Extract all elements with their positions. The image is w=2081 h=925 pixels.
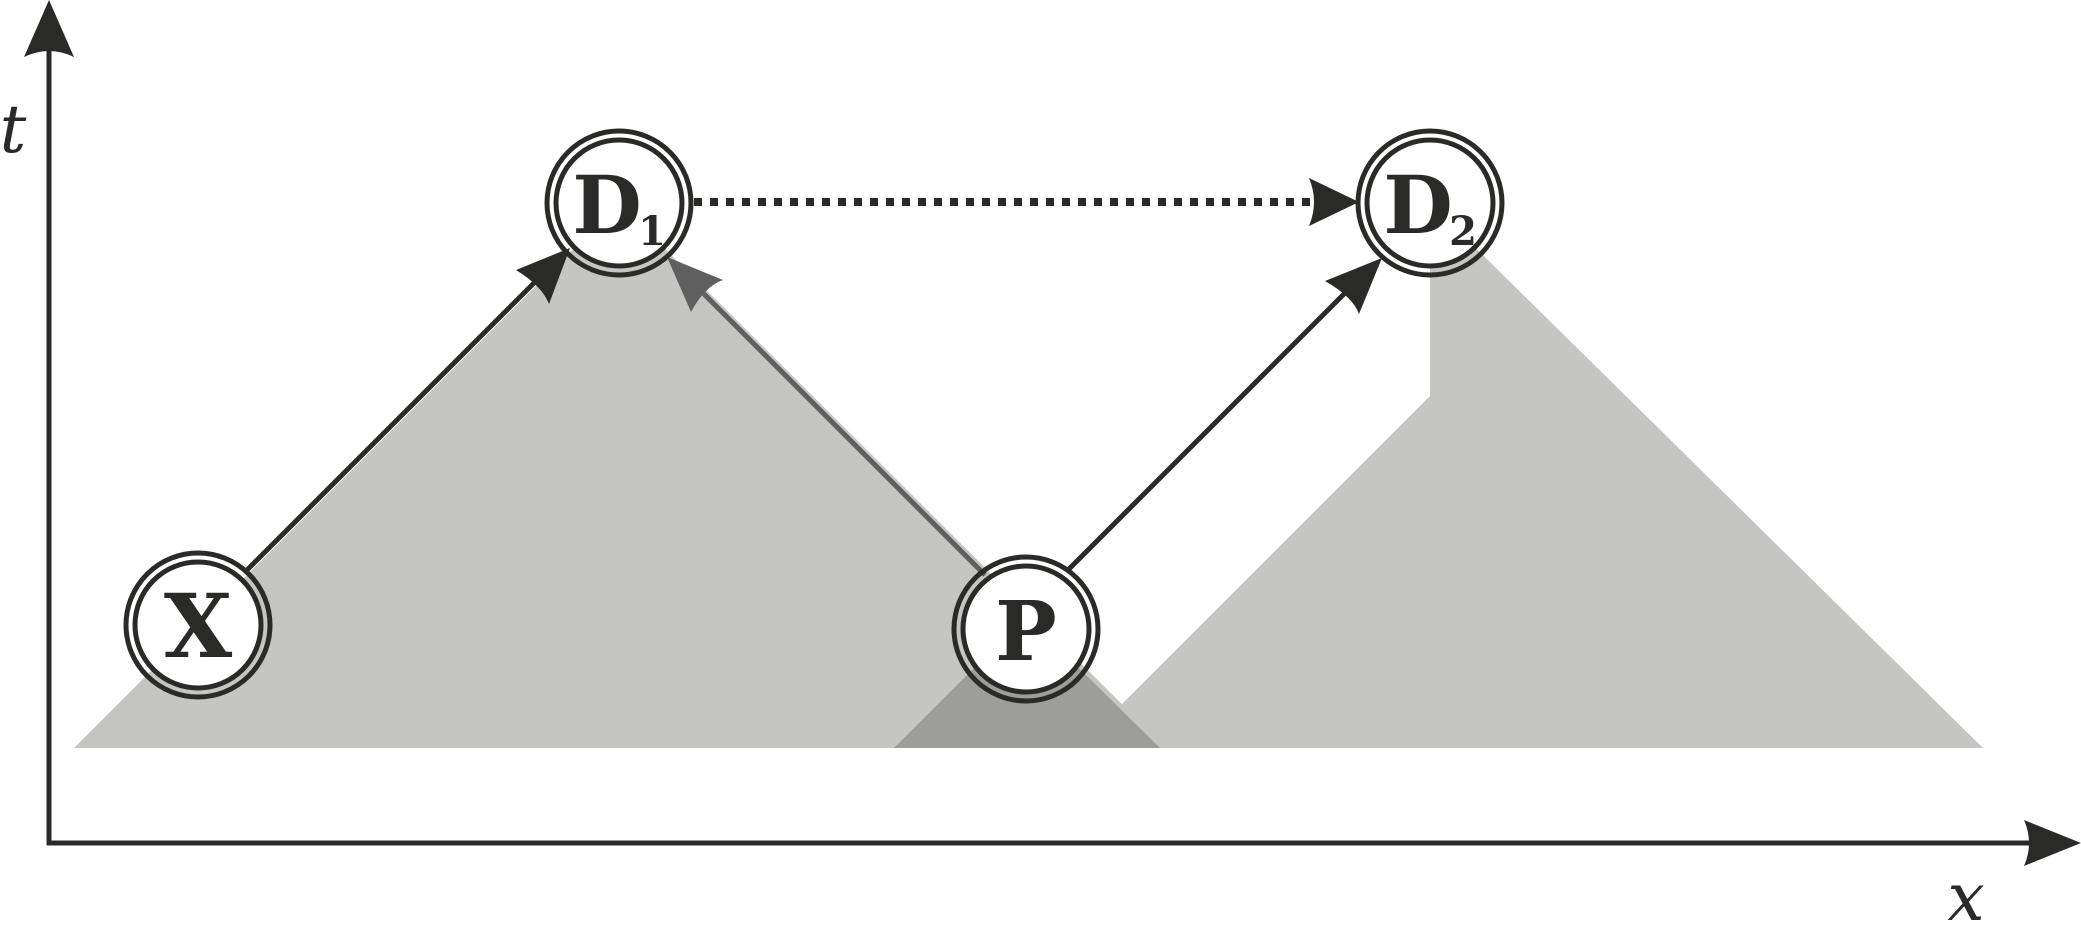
node-p-label: P bbox=[995, 584, 1057, 680]
node-d2: D 2 bbox=[1355, 128, 1505, 278]
node-d2-subscript: 2 bbox=[1449, 208, 1477, 255]
x-axis-arrowhead bbox=[2024, 820, 2081, 866]
node-d1-label: D bbox=[572, 158, 641, 252]
node-d1-subscript: 1 bbox=[638, 208, 666, 255]
node-x-label: X bbox=[164, 574, 233, 678]
arrow-p-to-d2 bbox=[1065, 258, 1382, 573]
t-axis bbox=[24, 0, 74, 845]
arrow-p-to-d1 bbox=[667, 257, 987, 577]
dotted-arrow-d1-to-d2 bbox=[694, 178, 1359, 226]
t-axis-arrowhead bbox=[24, 0, 74, 57]
x-axis-label: x bbox=[1947, 859, 1984, 925]
node-x: X bbox=[123, 550, 273, 700]
t-axis-label: t bbox=[0, 91, 27, 168]
right-cone bbox=[1078, 203, 1983, 748]
node-d2-label: D bbox=[1383, 158, 1452, 252]
x-axis bbox=[47, 820, 2081, 866]
arrow-x-to-d1 bbox=[244, 248, 570, 573]
node-p: P bbox=[951, 554, 1101, 704]
node-d1: D 1 bbox=[544, 128, 694, 278]
left-cone bbox=[74, 203, 1166, 748]
